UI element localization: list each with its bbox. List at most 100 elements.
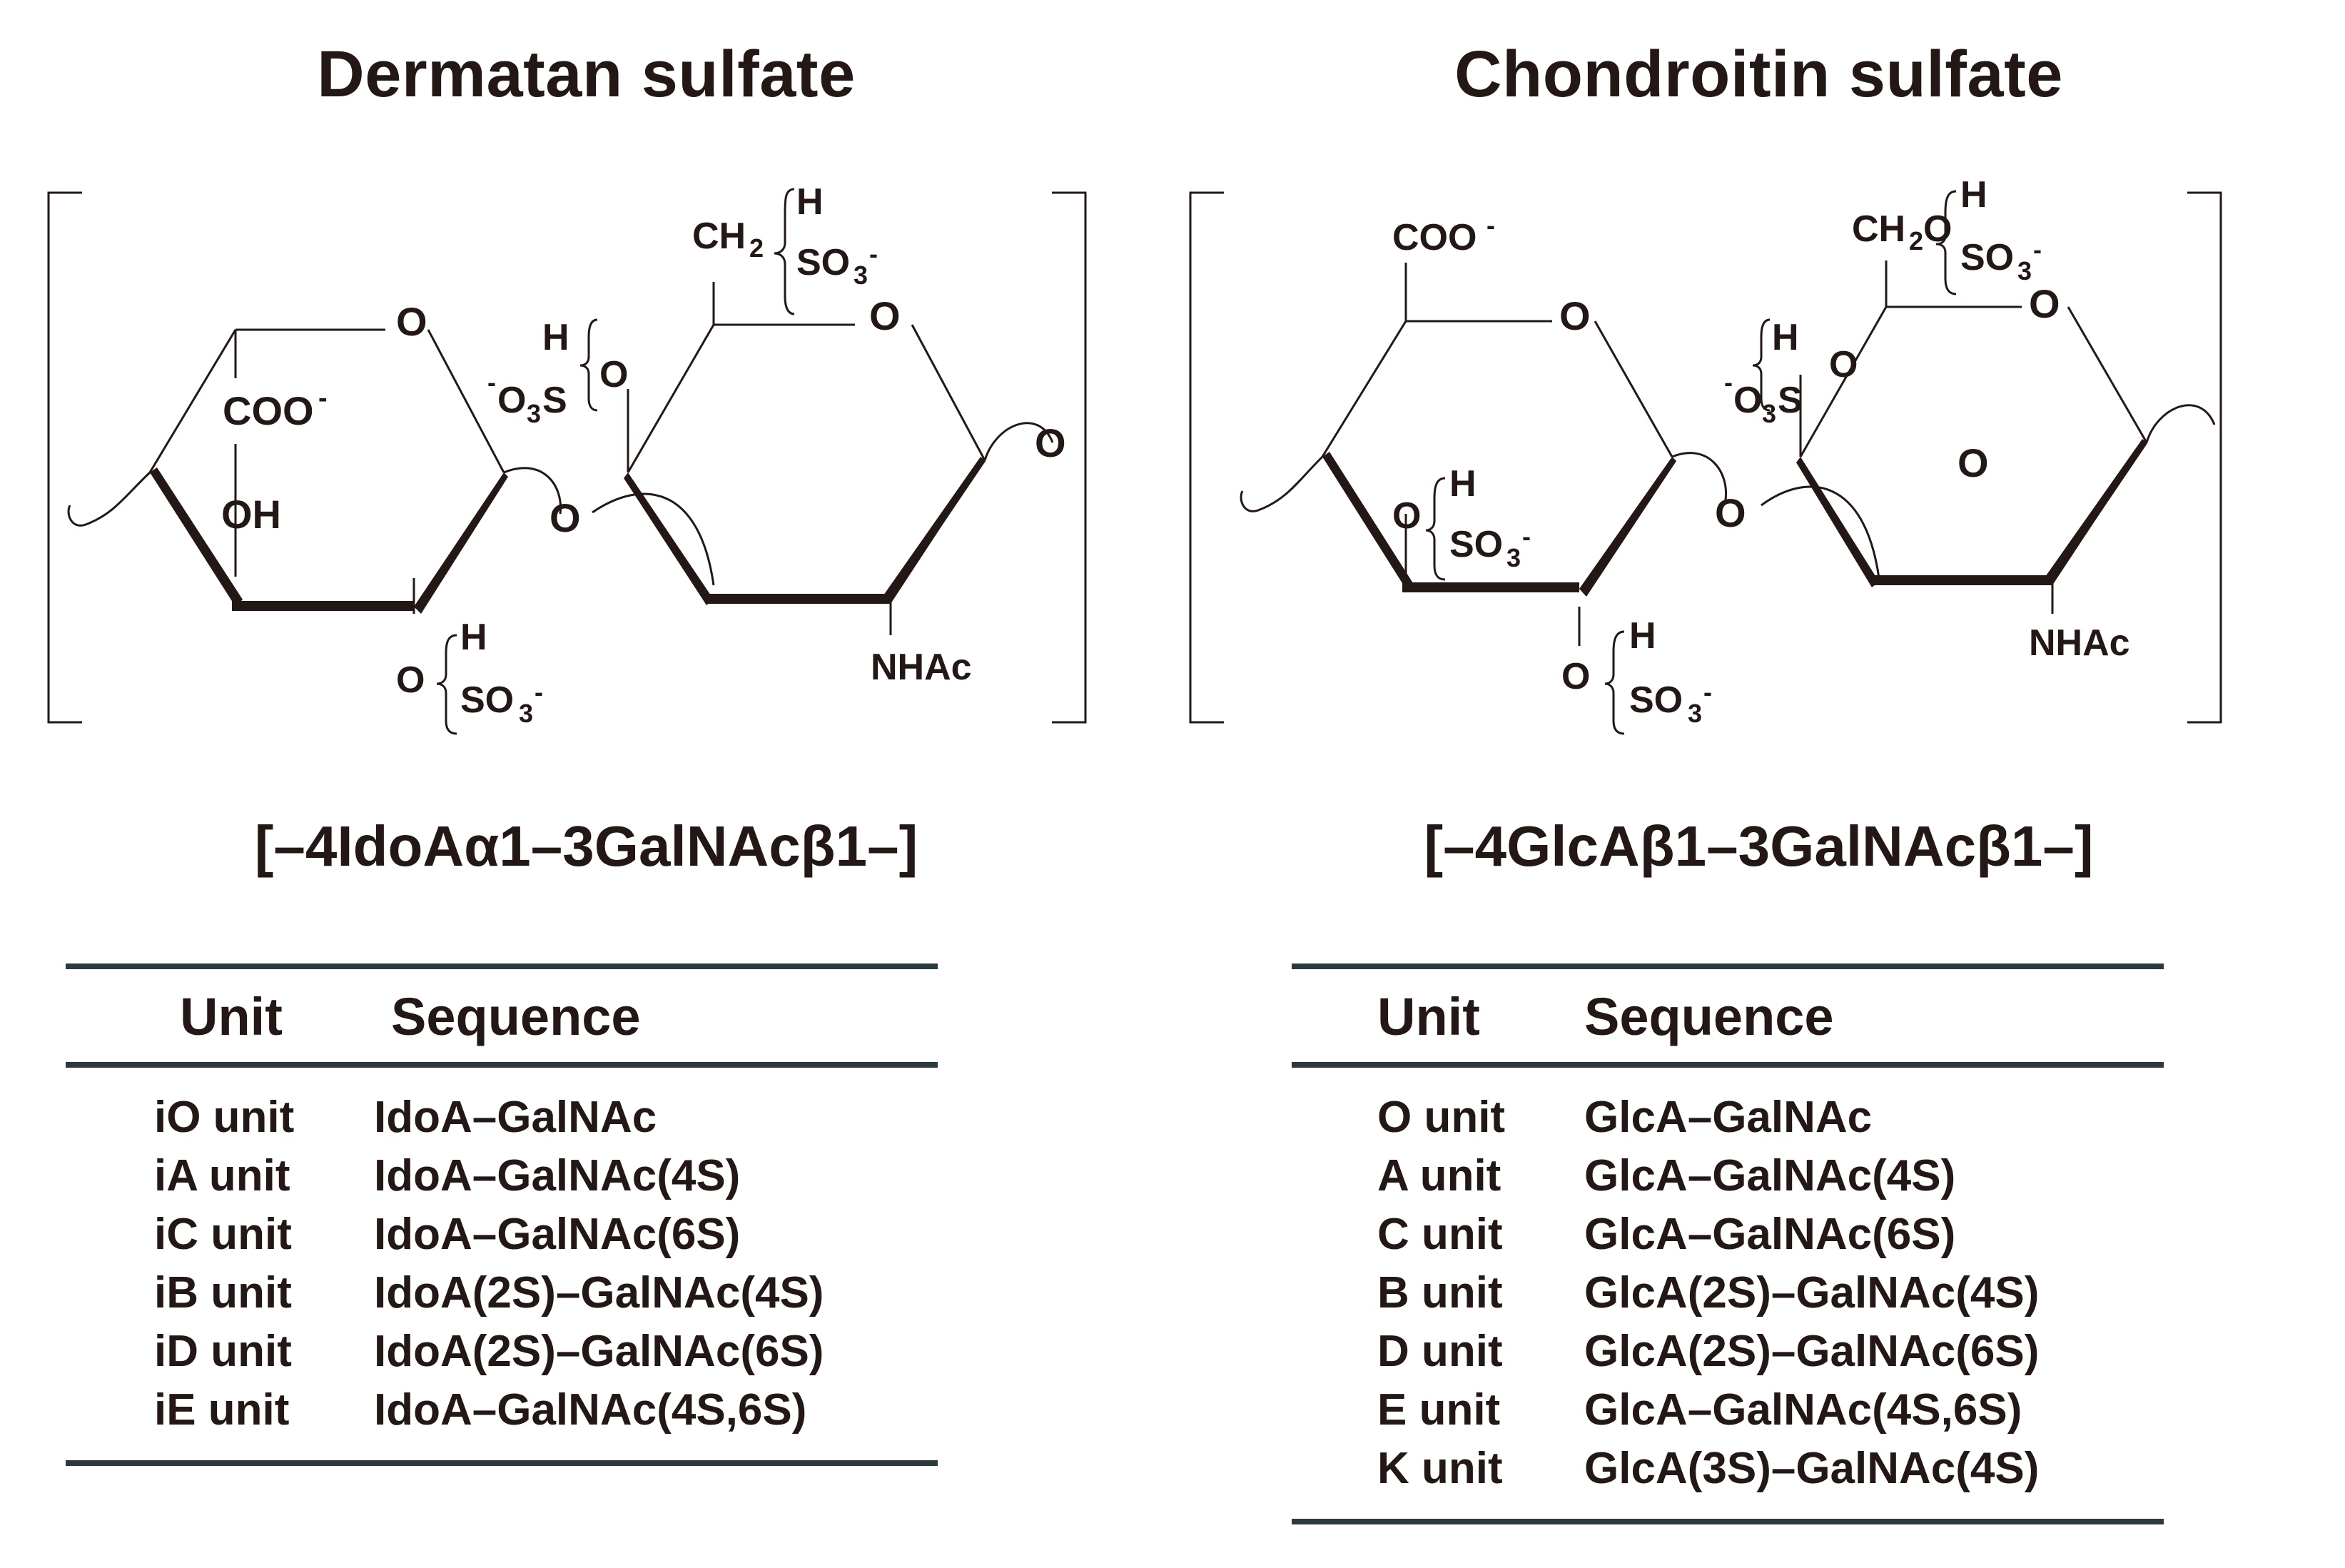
chondroitin-title: Chondroitin sulfate bbox=[1454, 38, 2063, 111]
chondroitin-formula: [–4GlcAβ1–3GalNAcβ1–] bbox=[1424, 814, 2094, 878]
glycosidic-oxygen: O bbox=[1715, 490, 1746, 535]
coo-charge: - bbox=[318, 383, 328, 413]
table-header-rule bbox=[1292, 1062, 2164, 1068]
nhac-label: NHAc bbox=[871, 647, 972, 688]
table-top-rule bbox=[66, 963, 938, 969]
c4-o3s-label: O bbox=[1733, 380, 1762, 421]
header-unit: Unit bbox=[1377, 987, 1480, 1046]
header-sequence: Sequence bbox=[391, 987, 641, 1046]
sequence-cell: GlcA–GalNAc(4S) bbox=[1584, 1151, 1956, 1200]
c2-hydrogen: H bbox=[460, 617, 487, 658]
sequence-cell: IdoA(2S)–GalNAc(6S) bbox=[374, 1327, 824, 1376]
c4-s-label: S bbox=[1778, 380, 1803, 421]
end-oxygen: O bbox=[1957, 440, 1989, 485]
chondroitin-structure: COO - O O CH 2 O H SO 3 - H - O 3 S O O … bbox=[1189, 174, 2222, 735]
dermatan-sulfate-panel: Dermatan sulfate bbox=[0, 0, 1172, 1568]
table-top-rule bbox=[1292, 963, 2164, 969]
right-bracket bbox=[2187, 191, 2222, 724]
c3-oxygen: O bbox=[1392, 495, 1421, 537]
c4-o3s-label: O bbox=[497, 380, 526, 421]
ring1-oxygen: O bbox=[396, 299, 427, 344]
c6-hydrogen: H bbox=[796, 181, 824, 223]
c3-so3-label: SO bbox=[1449, 524, 1503, 565]
ch2o-label: CH bbox=[1852, 208, 1905, 250]
ch2-label: CH bbox=[692, 216, 746, 257]
glycosidic-oxygen: O bbox=[549, 495, 581, 540]
c2-so3-label: SO bbox=[1629, 679, 1683, 721]
end-oxygen: O bbox=[1035, 420, 1066, 465]
sequence-cell: GlcA(2S)–GalNAc(6S) bbox=[1584, 1327, 2040, 1376]
unit-cell: iC unit bbox=[154, 1210, 292, 1259]
c4-o3s-subscript: 3 bbox=[1762, 399, 1776, 428]
c4-s-label: S bbox=[542, 380, 567, 421]
unit-cell: K unit bbox=[1377, 1444, 1503, 1493]
c2-so3-subscript: 3 bbox=[1688, 699, 1702, 728]
c4-oxygen: O bbox=[1829, 344, 1858, 385]
c6-so3-subscript: 3 bbox=[854, 261, 868, 290]
c6-so3-charge: - bbox=[869, 239, 878, 268]
sequence-cell: IdoA(2S)–GalNAc(4S) bbox=[374, 1268, 824, 1317]
header-unit: Unit bbox=[180, 987, 283, 1046]
c6-so3-label: SO bbox=[796, 242, 850, 283]
right-bracket bbox=[1052, 191, 1087, 724]
ring2-oxygen: O bbox=[2029, 281, 2060, 326]
sequence-cell: GlcA–GalNAc(6S) bbox=[1584, 1210, 1956, 1259]
c3-so3-subscript: 3 bbox=[1506, 543, 1521, 572]
c3-hydrogen: H bbox=[1449, 463, 1477, 505]
unit-cell: B unit bbox=[1377, 1268, 1503, 1317]
ch2o-oxygen: O bbox=[1923, 208, 1952, 250]
ring1-oxygen: O bbox=[1559, 293, 1591, 338]
unit-cell: A unit bbox=[1377, 1151, 1501, 1200]
unit-cell: C unit bbox=[1377, 1210, 1503, 1259]
sequence-cell: IdoA–GalNAc(4S,6S) bbox=[374, 1385, 807, 1435]
ch2o-subscript: 2 bbox=[1909, 226, 1923, 256]
sequence-cell: IdoA–GalNAc(4S) bbox=[374, 1151, 741, 1200]
c6-hydrogen: H bbox=[1960, 174, 1987, 216]
c3-so3-charge: - bbox=[1522, 522, 1531, 551]
c4-oxygen: O bbox=[599, 354, 628, 395]
sequence-cell: GlcA(3S)–GalNAc(4S) bbox=[1584, 1444, 2040, 1493]
dermatan-unit-table: Unit Sequence iO unit IdoA–GalNAc iA uni… bbox=[66, 963, 938, 1477]
unit-cell: O unit bbox=[1377, 1093, 1506, 1142]
ring1-bond-c4-c5 bbox=[148, 329, 237, 473]
table-bottom-rule bbox=[66, 1460, 938, 1466]
c6-so3-label: SO bbox=[1960, 237, 2014, 278]
c2-oxygen: O bbox=[1561, 656, 1590, 697]
c4-hydrogen: H bbox=[1772, 317, 1799, 358]
c4-hydrogen: H bbox=[542, 317, 569, 358]
nhac-label: NHAc bbox=[2029, 622, 2130, 664]
chondroitin-sulfate-panel: Chondroitin sulfate bbox=[1172, 0, 2345, 1568]
left-bracket bbox=[1189, 191, 1224, 724]
unit-cell: iO unit bbox=[154, 1093, 295, 1142]
c6-so3-subscript: 3 bbox=[2017, 256, 2032, 285]
c2-so3-charge: - bbox=[1703, 677, 1712, 707]
c2-oxygen: O bbox=[396, 659, 425, 701]
sequence-cell: IdoA–GalNAc(6S) bbox=[374, 1210, 741, 1259]
dermatan-structure: O O COO - OH O O CH 2 H SO 3 - H - O 3 S… bbox=[47, 181, 1087, 735]
ch2-subscript: 2 bbox=[749, 233, 764, 263]
table-bottom-rule bbox=[1292, 1519, 2164, 1524]
unit-cell: E unit bbox=[1377, 1385, 1501, 1435]
unit-cell: iA unit bbox=[154, 1151, 290, 1200]
unit-cell: D unit bbox=[1377, 1327, 1503, 1376]
oh-label: OH bbox=[221, 492, 281, 537]
left-bracket bbox=[47, 191, 82, 724]
c6-so3-charge: - bbox=[2033, 235, 2042, 264]
coo-label: COO bbox=[223, 388, 314, 433]
c2-hydrogen: H bbox=[1629, 615, 1656, 657]
c2-so3-charge: - bbox=[535, 677, 543, 707]
unit-cell: iE unit bbox=[154, 1385, 290, 1435]
c4-o3s-subscript: 3 bbox=[527, 399, 541, 428]
header-sequence: Sequence bbox=[1584, 987, 1834, 1046]
c4-o3s-charge: - bbox=[1724, 368, 1733, 397]
dermatan-formula: [–4IdoAα1–3GalNAcβ1–] bbox=[254, 814, 918, 878]
ring2-oxygen: O bbox=[869, 293, 901, 338]
table-header-rule bbox=[66, 1062, 938, 1068]
unit-cell: iD unit bbox=[154, 1327, 292, 1376]
coo-charge: - bbox=[1486, 211, 1495, 240]
coo-label: COO bbox=[1392, 217, 1477, 258]
c2-so3-subscript: 3 bbox=[519, 699, 533, 728]
c4-o3s-charge: - bbox=[487, 368, 496, 397]
dermatan-title: Dermatan sulfate bbox=[317, 38, 856, 111]
unit-cell: iB unit bbox=[154, 1268, 292, 1317]
